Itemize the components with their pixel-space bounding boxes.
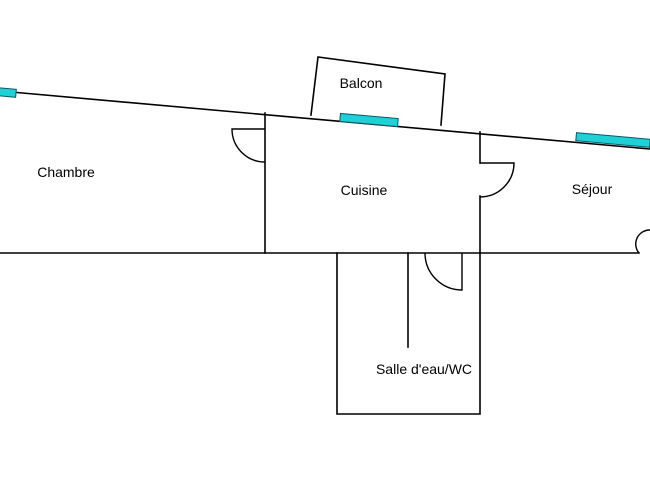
- room-label-sejour: Séjour: [572, 181, 613, 197]
- room-label-cuisine: Cuisine: [341, 182, 388, 198]
- door-sejour: [479, 162, 515, 198]
- window-chambre: [0, 87, 17, 98]
- room-label-balcon: Balcon: [340, 75, 383, 91]
- door-entrance: [635, 229, 650, 254]
- window-cuisine: [339, 112, 399, 128]
- balcony-outline: [310, 56, 446, 126]
- room-label-chambre: Chambre: [37, 164, 95, 180]
- exterior-wall-top: [0, 90, 650, 150]
- room-label-salle-eau-wc: Salle d'eau/WC: [376, 361, 472, 377]
- bathroom-outline: [336, 252, 481, 415]
- door-chambre: [231, 128, 266, 163]
- door-bathroom: [424, 252, 463, 291]
